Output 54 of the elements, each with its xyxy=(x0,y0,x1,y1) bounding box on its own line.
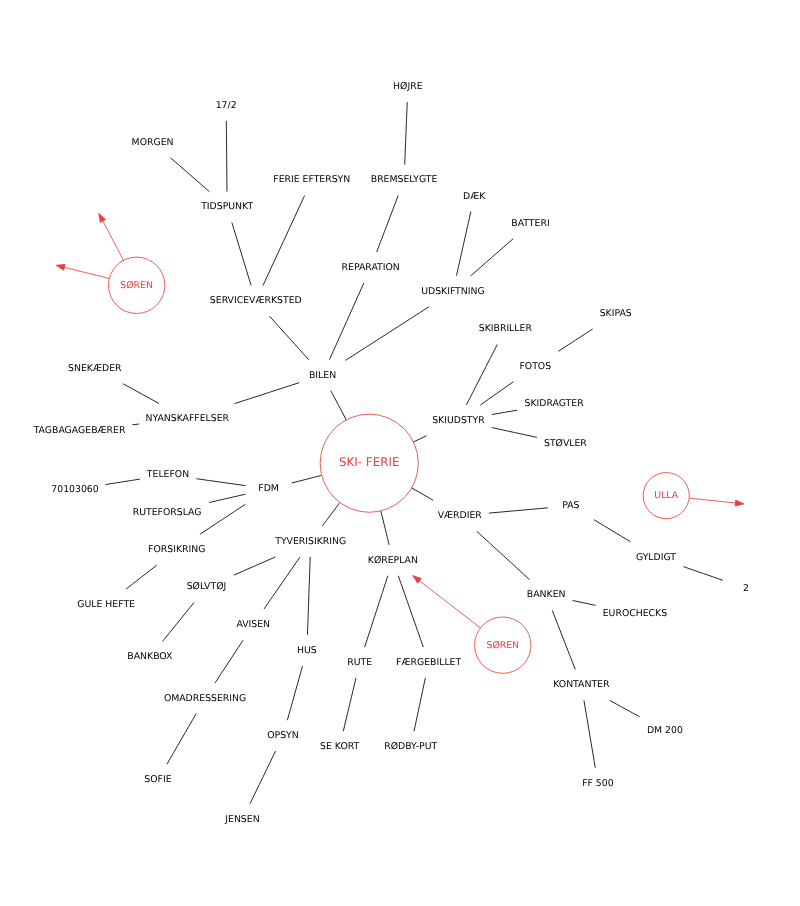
connector xyxy=(249,750,276,805)
connector xyxy=(479,381,514,406)
connector xyxy=(376,195,399,253)
connector xyxy=(470,238,514,277)
connector xyxy=(199,503,246,535)
arrow xyxy=(688,497,745,507)
connector xyxy=(476,530,530,580)
connector xyxy=(345,306,430,361)
connector xyxy=(286,665,303,721)
connector xyxy=(593,519,631,543)
connector xyxy=(404,101,408,166)
connector xyxy=(322,502,341,527)
connector xyxy=(397,575,424,648)
connector xyxy=(456,211,472,277)
connector xyxy=(104,478,141,485)
connector xyxy=(583,700,596,769)
connector xyxy=(307,556,311,636)
connector xyxy=(413,677,426,732)
connector xyxy=(491,409,518,415)
connector xyxy=(169,157,210,193)
arrow xyxy=(98,213,124,261)
connector xyxy=(125,564,158,590)
connector xyxy=(572,600,597,606)
connector xyxy=(269,315,310,361)
connector xyxy=(364,575,389,648)
arrow xyxy=(412,575,481,629)
connector xyxy=(166,713,197,765)
connector xyxy=(234,382,300,405)
connector xyxy=(557,328,594,352)
connector xyxy=(225,120,228,192)
connector xyxy=(262,195,305,287)
connector xyxy=(162,602,195,642)
connector xyxy=(208,493,246,503)
connector xyxy=(214,639,244,684)
connector xyxy=(122,383,160,404)
connector xyxy=(413,435,427,443)
connector xyxy=(291,475,322,484)
arrow xyxy=(55,264,110,279)
connector xyxy=(551,610,576,670)
connector xyxy=(195,478,246,487)
connector xyxy=(411,487,434,501)
connector xyxy=(609,700,641,718)
connector xyxy=(330,390,347,421)
connector xyxy=(233,556,276,576)
connector xyxy=(380,510,390,546)
connector xyxy=(683,566,724,581)
connector xyxy=(488,507,549,514)
connector xyxy=(131,423,140,426)
connector xyxy=(491,427,538,438)
connector xyxy=(329,282,365,361)
connector xyxy=(466,344,498,406)
connector xyxy=(342,677,357,732)
connector xyxy=(231,222,252,286)
connector xyxy=(263,556,301,610)
